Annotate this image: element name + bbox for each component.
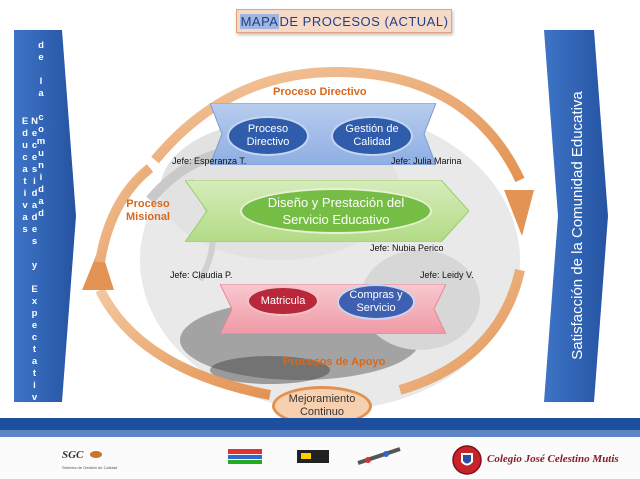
school-name: Colegio José Celestino Mutis bbox=[487, 453, 619, 465]
partner-logo-2 bbox=[297, 450, 329, 463]
gestion-calidad-oval[interactable]: Gestión de Calidad bbox=[331, 116, 413, 156]
jefe-leidy: Jefe: Leidy V. bbox=[420, 270, 474, 280]
title-highlight: MAPA bbox=[239, 13, 280, 29]
partner-logo-3 bbox=[357, 447, 401, 465]
needs-banner bbox=[14, 30, 76, 402]
jefe-claudia: Jefe: Claudia P. bbox=[170, 270, 233, 280]
satisfaction-banner bbox=[544, 30, 608, 402]
satisfaction-text: Satisfacción de la Comunidad Educativa bbox=[568, 90, 586, 360]
jefe-julia: Jefe: Julia Marina bbox=[391, 156, 462, 166]
needs-text-col1: Necesidades y Expectativas Educativas bbox=[19, 116, 41, 428]
proceso-directivo-oval[interactable]: Proceso Directivo bbox=[227, 116, 309, 156]
partner-logo-1 bbox=[228, 449, 262, 464]
needs-text-col2: de la comunidad bbox=[35, 40, 47, 220]
title-text: DE PROCESOS (ACTUAL) bbox=[279, 13, 449, 29]
sgc-logo: SGC Sistema de Gestión de Calidad bbox=[62, 449, 118, 470]
misional-heading: Proceso Misional bbox=[125, 198, 170, 223]
school-crest-icon bbox=[452, 445, 482, 475]
matricula-oval[interactable]: Matricula bbox=[247, 286, 319, 316]
directivo-heading: Proceso Directivo bbox=[273, 86, 367, 98]
compras-servicio-oval[interactable]: Compras y Servicio bbox=[337, 284, 415, 320]
page-title: MAPA DE PROCESOS (ACTUAL) bbox=[236, 9, 452, 33]
sgc-swirl-icon bbox=[89, 451, 102, 458]
jefe-esperanza: Jefe: Esperanza T. bbox=[172, 156, 247, 166]
jefe-nubia: Jefe: Nubia Perico bbox=[370, 243, 444, 253]
footer-band-dark bbox=[0, 418, 640, 430]
apoyo-heading: Procesos de Apoyo bbox=[283, 356, 386, 368]
footer-band-light bbox=[0, 430, 640, 437]
diseno-prestacion-oval[interactable]: Diseño y Prestación del Servicio Educati… bbox=[240, 188, 432, 234]
